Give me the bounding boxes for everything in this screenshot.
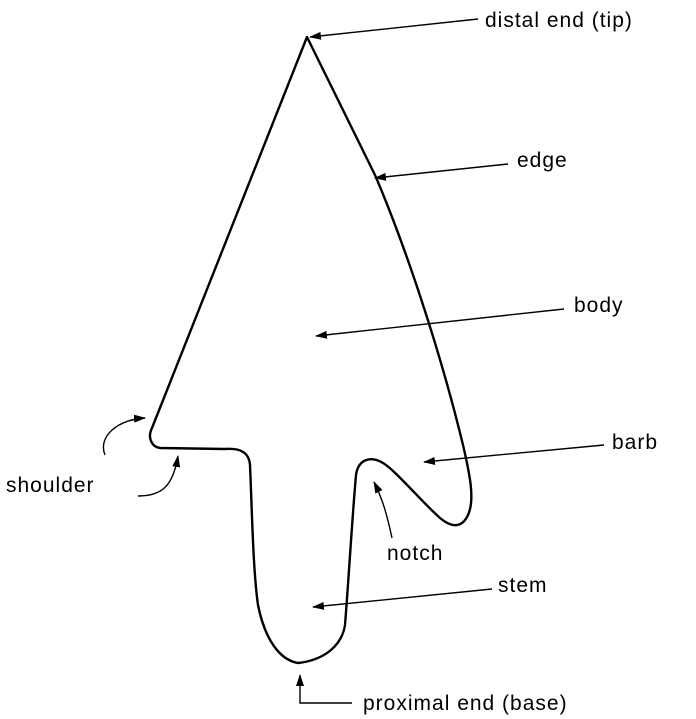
body-arrow (316, 309, 564, 336)
stem-arrow (313, 589, 492, 607)
point-outline (150, 37, 471, 663)
label-body: body (574, 294, 624, 317)
label-shoulder: shoulder (6, 474, 95, 497)
base-arrow (300, 675, 352, 703)
shoulder-upper-arrow (103, 418, 145, 455)
label-stem: stem (498, 574, 548, 597)
label-notch: notch (387, 542, 443, 565)
label-edge: edge (517, 149, 568, 172)
label-barb: barb (612, 431, 658, 454)
label-base: proximal end (base) (363, 692, 568, 715)
tip-arrow (310, 19, 478, 37)
edge-arrow (375, 164, 508, 178)
label-tip: distal end (tip) (485, 9, 633, 32)
shoulder-lower-arrow (138, 456, 178, 496)
barb-arrow (424, 445, 604, 462)
notch-arrow (374, 482, 392, 538)
